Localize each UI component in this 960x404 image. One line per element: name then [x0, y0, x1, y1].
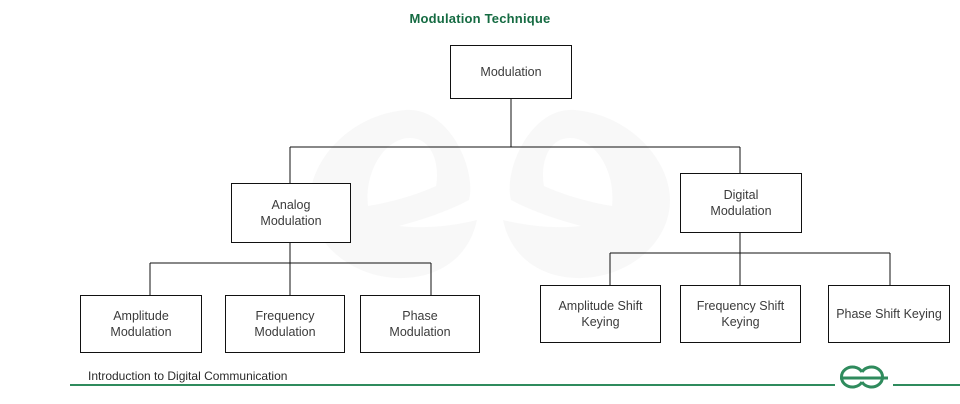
node-frequency-shift-keying-label-line2: Keying — [721, 315, 760, 329]
node-digital-modulation-label-line1: Digital — [723, 188, 759, 202]
slide-title: Modulation Technique — [409, 11, 551, 26]
node-amplitude-modulation[interactable]: Amplitude Modulation — [80, 295, 202, 353]
node-phase-modulation[interactable]: Phase Modulation — [360, 295, 480, 353]
node-analog-modulation[interactable]: Analog Modulation — [231, 183, 351, 243]
node-amplitude-shift-keying-label-line1: Amplitude Shift — [558, 299, 643, 313]
node-frequency-shift-keying[interactable]: Frequency Shift Keying — [680, 285, 801, 343]
node-phase-modulation-label-line1: Phase — [402, 309, 438, 323]
node-frequency-modulation-label-line2: Modulation — [254, 325, 316, 339]
geeksforgeeks-logo-icon — [840, 365, 888, 389]
node-digital-modulation[interactable]: Digital Modulation — [680, 173, 802, 233]
node-phase-shift-keying-label: Phase Shift Keying — [836, 307, 942, 321]
node-digital-modulation-label-line2: Modulation — [710, 204, 772, 218]
node-modulation[interactable]: Modulation — [450, 45, 572, 99]
node-frequency-shift-keying-label-line1: Frequency Shift — [696, 299, 785, 313]
footer-caption: Introduction to Digital Communication — [88, 369, 288, 383]
node-frequency-modulation-label-line1: Frequency — [255, 309, 315, 323]
geeksforgeeks-logo-watermark-icon — [310, 109, 670, 279]
node-analog-modulation-label-line2: Modulation — [260, 214, 322, 228]
node-amplitude-shift-keying[interactable]: Amplitude Shift Keying — [540, 285, 661, 343]
footer-rule-right — [893, 384, 960, 386]
node-phase-modulation-label-line2: Modulation — [389, 325, 451, 339]
node-frequency-modulation[interactable]: Frequency Modulation — [225, 295, 345, 353]
footer-rule-left — [70, 384, 835, 386]
node-phase-shift-keying[interactable]: Phase Shift Keying — [828, 285, 950, 343]
node-amplitude-shift-keying-label-line2: Keying — [581, 315, 620, 329]
node-analog-modulation-label-line1: Analog — [271, 198, 311, 212]
node-amplitude-modulation-label: Amplitude Modulation — [110, 309, 172, 339]
node-modulation-label: Modulation — [480, 65, 542, 79]
